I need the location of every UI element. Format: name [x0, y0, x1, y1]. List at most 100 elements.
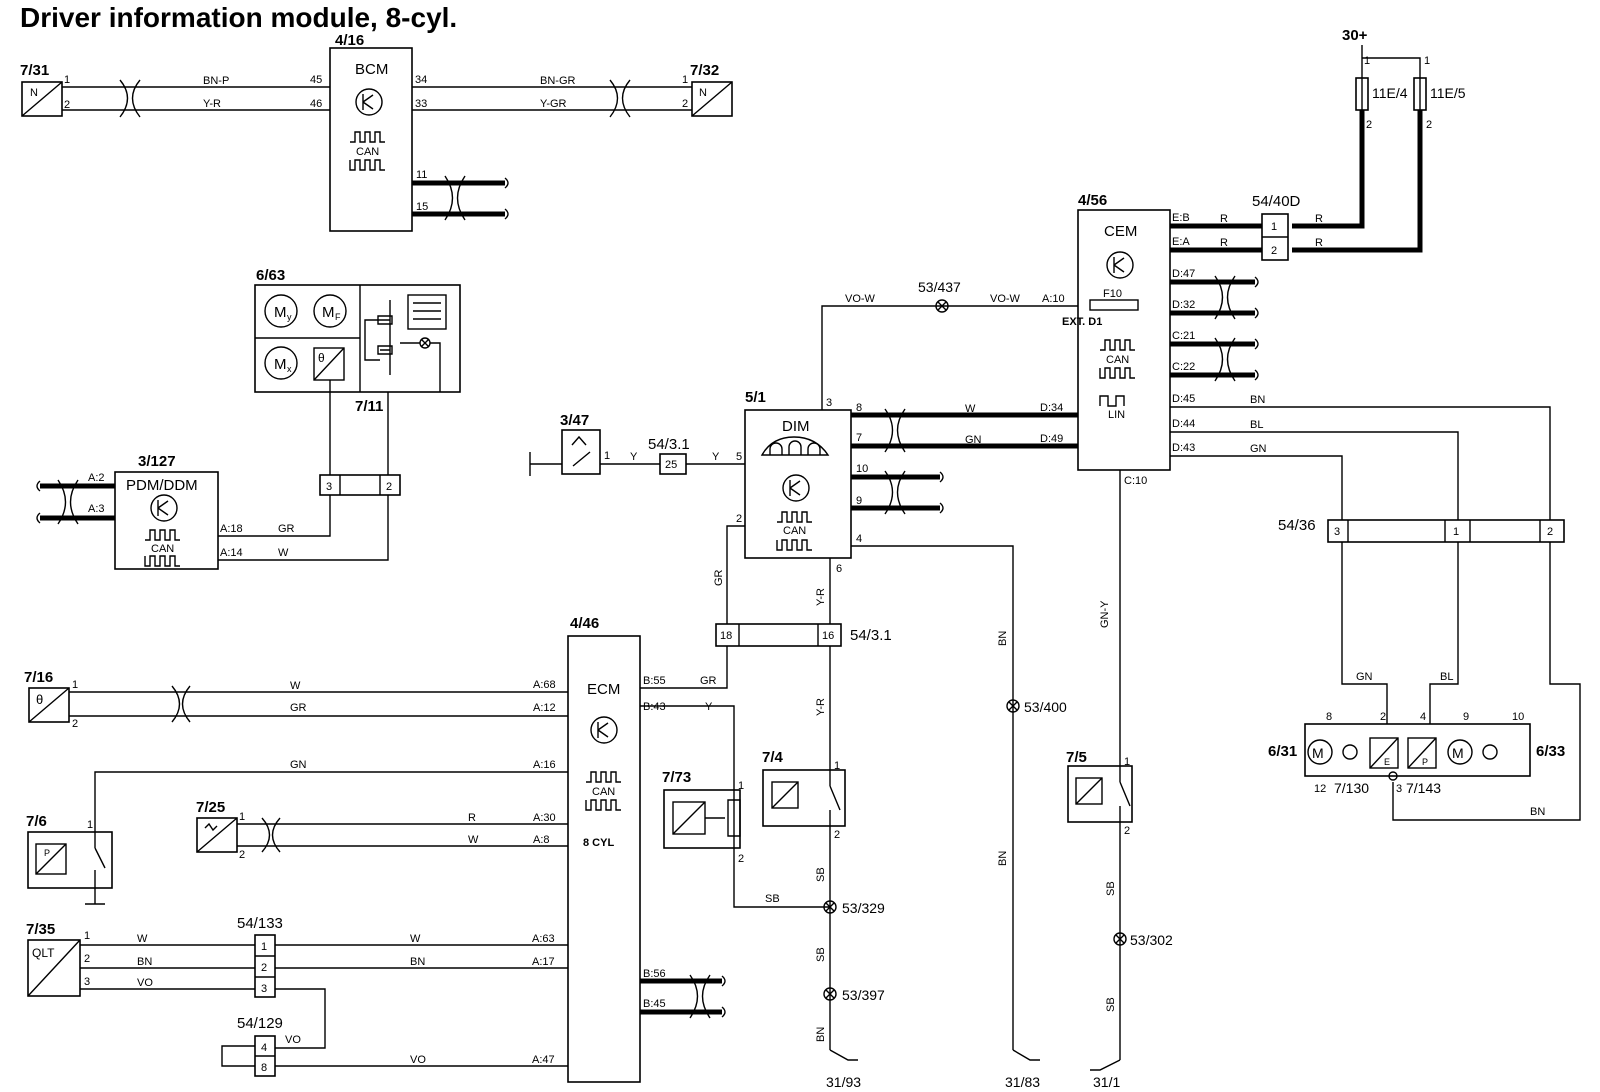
- svg-text:53/329: 53/329: [842, 900, 885, 916]
- splice-53-397: [823, 987, 837, 1001]
- svg-text:CAN: CAN: [783, 525, 806, 537]
- svg-text:18: 18: [720, 630, 732, 642]
- svg-text:4: 4: [856, 533, 862, 545]
- svg-text:6: 6: [836, 563, 842, 575]
- svg-text:1: 1: [64, 74, 70, 86]
- svg-text:54/3.1: 54/3.1: [648, 436, 690, 453]
- svg-text:6/33: 6/33: [1536, 743, 1565, 760]
- svg-text:θ: θ: [318, 351, 325, 365]
- svg-text:1: 1: [1364, 55, 1370, 67]
- svg-text:BN: BN: [137, 956, 152, 968]
- svg-text:W: W: [965, 403, 976, 415]
- svg-text:10: 10: [1512, 711, 1524, 723]
- svg-text:A:63: A:63: [532, 933, 555, 945]
- sensor-7-16: 7/16 θ: [24, 669, 70, 723]
- sensor-7-35: 7/35 QLT: [26, 921, 81, 997]
- svg-text:53/400: 53/400: [1024, 699, 1067, 715]
- svg-text:54/36: 54/36: [1278, 517, 1316, 534]
- svg-text:ECM: ECM: [587, 681, 620, 698]
- svg-text:A:12: A:12: [533, 702, 556, 714]
- svg-text:D:43: D:43: [1172, 442, 1195, 454]
- svg-text:DIM: DIM: [782, 418, 810, 435]
- svg-text:53/302: 53/302: [1130, 932, 1173, 948]
- svg-text:54/133: 54/133: [237, 915, 283, 932]
- svg-text:7/35: 7/35: [26, 921, 55, 938]
- cem-module: 4/56 CEM F10 EXT. D1 CAN LIN: [1062, 192, 1171, 471]
- svg-text:SB: SB: [815, 867, 827, 882]
- svg-text:SB: SB: [1105, 997, 1117, 1012]
- svg-text:E:B: E:B: [1172, 212, 1190, 224]
- svg-text:11: 11: [416, 169, 427, 181]
- svg-text:EXT. D1: EXT. D1: [1062, 316, 1102, 328]
- svg-text:D:49: D:49: [1040, 433, 1063, 445]
- svg-text:2: 2: [834, 829, 840, 841]
- svg-text:B:56: B:56: [643, 968, 666, 980]
- svg-text:2: 2: [736, 513, 742, 525]
- svg-text:F: F: [335, 312, 341, 322]
- svg-text:5: 5: [736, 451, 742, 463]
- svg-text:M: M: [1452, 745, 1464, 761]
- svg-text:2: 2: [1380, 711, 1386, 723]
- svg-text:2: 2: [84, 953, 90, 965]
- svg-text:7/4: 7/4: [762, 749, 784, 766]
- svg-text:GR: GR: [713, 569, 725, 586]
- svg-text:P: P: [1422, 757, 1428, 767]
- svg-text:A:8: A:8: [533, 834, 550, 846]
- svg-text:Y-R: Y-R: [815, 698, 827, 716]
- svg-text:M: M: [322, 304, 335, 321]
- svg-text:R: R: [1315, 237, 1323, 249]
- svg-text:1: 1: [1453, 526, 1459, 538]
- svg-text:D:47: D:47: [1172, 268, 1195, 280]
- svg-text:2: 2: [1271, 245, 1277, 257]
- svg-text:CAN: CAN: [592, 786, 615, 798]
- svg-text:4: 4: [261, 1042, 267, 1054]
- svg-text:BN: BN: [1530, 806, 1545, 818]
- display-icon: [407, 294, 447, 330]
- svg-text:1: 1: [682, 74, 688, 86]
- svg-text:1: 1: [84, 930, 90, 942]
- svg-text:3: 3: [826, 397, 832, 409]
- svg-text:34: 34: [415, 74, 427, 86]
- svg-text:8: 8: [856, 402, 862, 414]
- bcm-id: 4/16: [335, 32, 364, 49]
- bcm-name: BCM: [355, 61, 388, 78]
- svg-text:PDM/DDM: PDM/DDM: [126, 477, 198, 494]
- svg-text:31/93: 31/93: [826, 1074, 861, 1090]
- svg-text:GR: GR: [700, 675, 717, 687]
- svg-text:Y: Y: [705, 701, 713, 713]
- ecm-module: 4/46 ECM CAN 8 CYL: [567, 615, 641, 1083]
- svg-text:SB: SB: [765, 893, 780, 905]
- svg-text:3/47: 3/47: [560, 412, 589, 429]
- svg-text:W: W: [137, 933, 148, 945]
- svg-text:8: 8: [261, 1062, 267, 1074]
- svg-text:11E/5: 11E/5: [1430, 85, 1466, 101]
- svg-text:W: W: [290, 680, 301, 692]
- svg-text:1: 1: [1271, 221, 1277, 233]
- splice-53-437: [935, 299, 949, 313]
- wire-bcm-7-32: [412, 86, 692, 111]
- svg-text:B:45: B:45: [643, 998, 666, 1010]
- svg-text:31/83: 31/83: [1005, 1074, 1040, 1090]
- svg-text:8: 8: [1326, 711, 1332, 723]
- svg-text:Y-R: Y-R: [815, 588, 827, 606]
- temp-sensor-icon: [313, 347, 345, 381]
- svg-text:VO: VO: [410, 1054, 426, 1066]
- svg-text:GN: GN: [1250, 443, 1267, 455]
- svg-text:B:43: B:43: [643, 701, 666, 713]
- svg-text:7/5: 7/5: [1066, 749, 1087, 766]
- svg-text:C:10: C:10: [1124, 475, 1147, 487]
- svg-text:R: R: [1220, 213, 1228, 225]
- svg-text:1: 1: [72, 679, 78, 691]
- svg-text:25: 25: [665, 459, 677, 471]
- svg-text:11E/4: 11E/4: [1372, 85, 1408, 101]
- svg-text:D:32: D:32: [1172, 299, 1195, 311]
- svg-text:D:45: D:45: [1172, 393, 1195, 405]
- svg-text:1: 1: [239, 811, 245, 823]
- svg-text:R: R: [468, 812, 476, 824]
- svg-text:7: 7: [856, 432, 862, 444]
- svg-text:1: 1: [1424, 55, 1430, 67]
- pdm-ddm-module: 3/127 PDM/DDM CAN: [114, 453, 219, 570]
- svg-text:GR: GR: [278, 523, 295, 535]
- svg-text:7/11: 7/11: [355, 398, 383, 415]
